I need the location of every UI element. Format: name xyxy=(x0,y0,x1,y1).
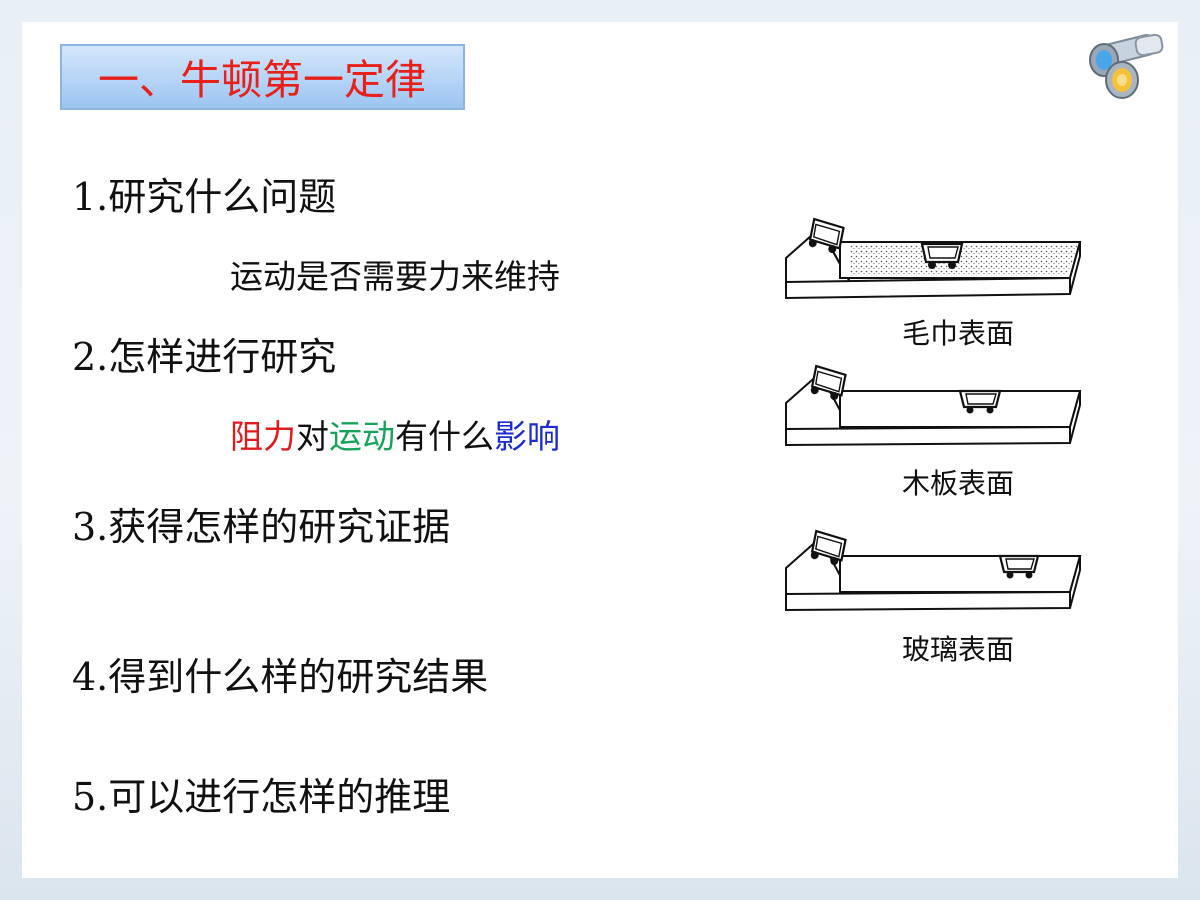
caption-wood: 木板表面 xyxy=(901,467,1014,500)
answer-part-on: 对 xyxy=(296,417,329,456)
answer-part-motion: 运动 xyxy=(329,417,395,456)
answer-part-effect: 影响 xyxy=(494,417,560,456)
ramp-cart xyxy=(810,364,847,401)
figure-glass-surface xyxy=(785,529,1082,612)
surface-cart xyxy=(998,554,1040,579)
question-1-answer: 运动是否需要力来维持 xyxy=(230,257,560,296)
caption-towel: 毛巾表面 xyxy=(901,317,1014,350)
answer-part-resistance: 阻力 xyxy=(230,417,296,456)
answer-part-what: 有什么 xyxy=(395,417,494,456)
question-1-heading: 1.研究什么问题 xyxy=(72,175,337,219)
question-3-heading: 3.获得怎样的研究证据 xyxy=(72,505,451,549)
surface-cart xyxy=(958,389,1002,414)
binoculars-icon xyxy=(1089,33,1164,99)
slide-title: 一、牛顿第一定律 xyxy=(98,56,426,104)
surface-cart xyxy=(920,242,964,269)
slide xyxy=(22,22,1178,878)
ramp-cart xyxy=(808,217,845,254)
question-5-heading: 5.可以进行怎样的推理 xyxy=(72,775,451,819)
caption-glass: 玻璃表面 xyxy=(901,633,1014,666)
question-4-heading: 4.得到什么样的研究结果 xyxy=(72,655,489,699)
figure-towel-surface xyxy=(785,217,1082,300)
question-2-answer: 阻力对运动有什么影响 xyxy=(230,410,560,458)
figure-wood-surface xyxy=(785,364,1082,447)
title-box xyxy=(60,44,465,110)
ramp-cart xyxy=(810,529,847,566)
question-2-heading: 2.怎样进行研究 xyxy=(72,335,337,379)
